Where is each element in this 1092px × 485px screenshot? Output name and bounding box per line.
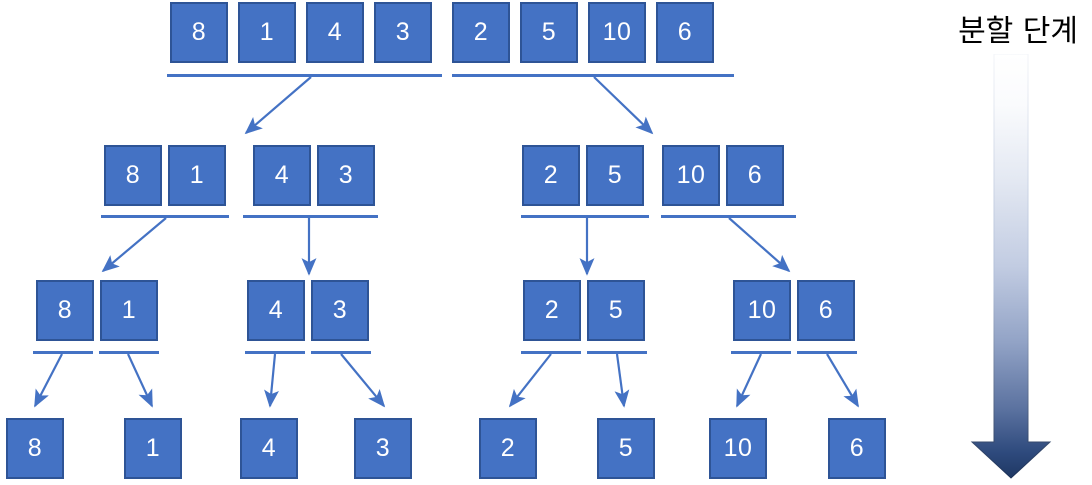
split-3-a xyxy=(34,353,63,408)
split-1-right xyxy=(593,76,654,135)
split-3-e xyxy=(508,353,552,408)
array-cell: 2 xyxy=(479,418,537,479)
group-underline xyxy=(452,74,734,77)
array-cell: 6 xyxy=(726,145,784,206)
array-cell: 10 xyxy=(662,145,720,206)
array-cell: 8 xyxy=(170,2,228,63)
array-cell: 2 xyxy=(452,2,510,63)
array-cell: 1 xyxy=(168,145,226,206)
array-cell: 5 xyxy=(597,418,655,479)
split-3-h xyxy=(826,353,859,408)
group-underline xyxy=(311,351,371,354)
array-cell: 6 xyxy=(828,418,886,479)
group-underline xyxy=(245,351,305,354)
split-1-left xyxy=(244,76,312,135)
array-cell: 6 xyxy=(797,280,855,341)
group-underline xyxy=(521,215,649,218)
phase-label: 분할 단계 xyxy=(958,14,1078,49)
group-underline xyxy=(661,215,796,218)
group-underline xyxy=(587,351,647,354)
array-cell: 10 xyxy=(733,280,791,341)
array-cell: 4 xyxy=(253,145,311,206)
split-2-d xyxy=(728,217,791,273)
group-underline xyxy=(33,351,93,354)
group-underline xyxy=(797,351,857,354)
array-cell: 10 xyxy=(588,2,646,63)
array-cell: 1 xyxy=(100,280,158,341)
array-cell: 10 xyxy=(709,418,767,479)
array-cell: 6 xyxy=(656,2,714,63)
array-cell: 8 xyxy=(6,418,64,479)
array-cell: 3 xyxy=(311,280,369,341)
array-cell: 2 xyxy=(522,145,580,206)
split-3-g xyxy=(736,353,762,408)
split-2-a xyxy=(101,217,167,273)
group-underline xyxy=(167,74,442,77)
array-cell: 3 xyxy=(354,418,412,479)
array-cell: 2 xyxy=(523,280,581,341)
split-3-d xyxy=(340,353,386,408)
array-cell: 5 xyxy=(586,145,644,206)
split-3-f xyxy=(614,353,630,408)
group-underline xyxy=(521,351,581,354)
group-underline xyxy=(243,215,378,218)
array-cell: 3 xyxy=(374,2,432,63)
array-cell: 4 xyxy=(240,418,298,479)
array-cell: 8 xyxy=(104,145,162,206)
array-cell: 3 xyxy=(317,145,375,206)
array-cell: 1 xyxy=(238,2,296,63)
group-underline xyxy=(731,351,791,354)
array-cell: 1 xyxy=(124,418,182,479)
down-arrow-icon xyxy=(970,54,1052,479)
group-underline xyxy=(101,215,229,218)
split-3-c xyxy=(264,353,279,408)
group-underline xyxy=(99,351,159,354)
array-cell: 5 xyxy=(587,280,645,341)
array-cell: 4 xyxy=(247,280,305,341)
array-cell: 4 xyxy=(306,2,364,63)
array-cell: 5 xyxy=(520,2,578,63)
array-cell: 8 xyxy=(36,280,94,341)
split-3-b xyxy=(127,353,153,408)
